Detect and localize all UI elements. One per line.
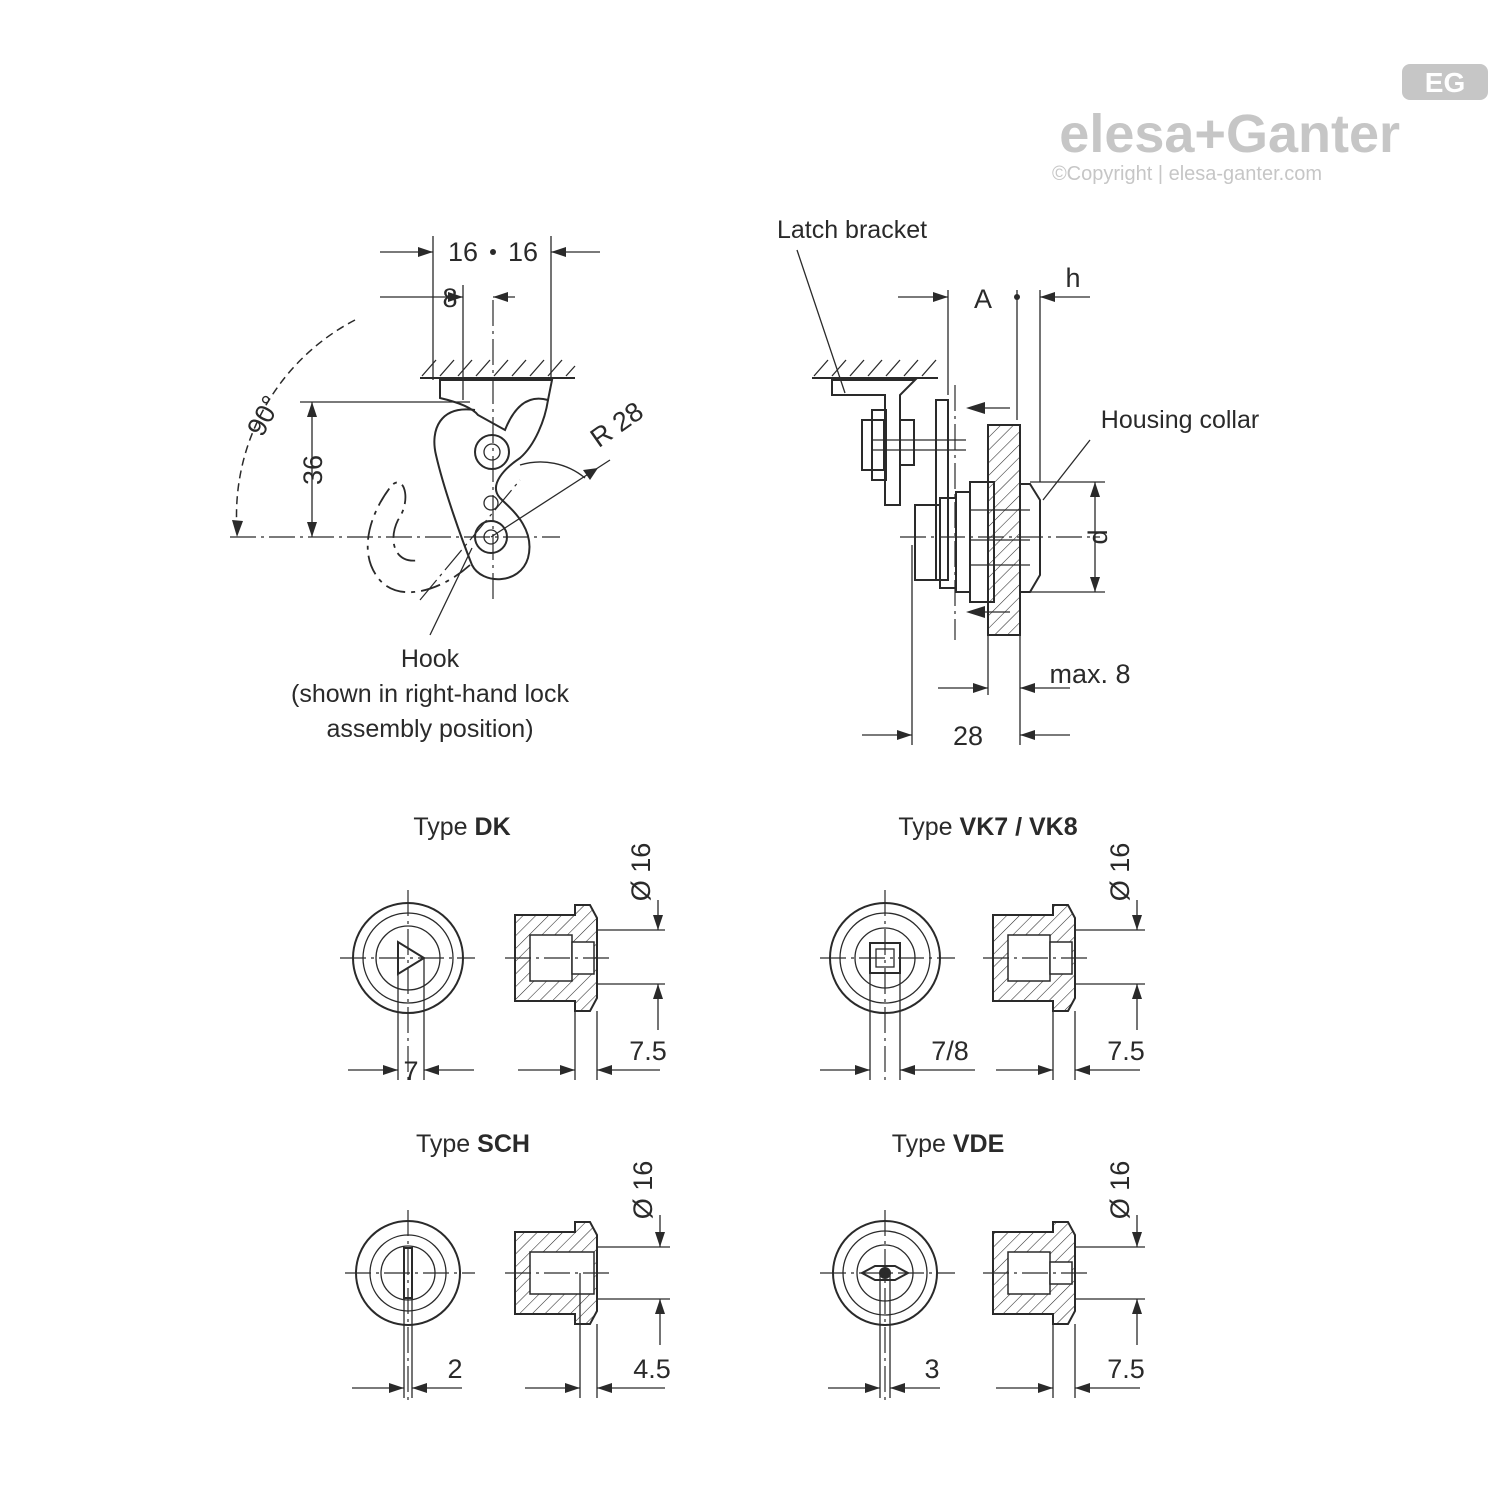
vde-dia: Ø 16: [1105, 1161, 1135, 1220]
hook-label-line2: (shown in right-hand lock: [291, 680, 569, 708]
type-vde: Type VDE 3 Ø 16 7.5: [820, 1130, 1145, 1400]
side-view: Latch bracket: [777, 216, 1259, 751]
dim-radius: R 28: [585, 396, 649, 453]
vde-key-dim: 3: [924, 1354, 939, 1384]
brand-name: elesa+Ganter: [1059, 104, 1400, 164]
sch-key-dim: 2: [447, 1354, 462, 1384]
housing-collar-label: Housing collar: [1101, 406, 1259, 434]
dim-d: d: [1083, 529, 1113, 544]
type-vde-title: Type VDE: [892, 1130, 1005, 1158]
sch-depth: 4.5: [633, 1354, 671, 1384]
dim-8: 8: [442, 283, 457, 313]
vde-depth: 7.5: [1107, 1354, 1145, 1384]
dim-36: 36: [298, 455, 328, 485]
latch-bracket-label: Latch bracket: [777, 216, 927, 244]
dim-16-right: 16: [508, 237, 538, 267]
dim-16-left: 16: [448, 237, 478, 267]
type-sch-title: Type SCH: [416, 1130, 530, 1158]
type-vk: Type VK7 / VK8 7/8 Ø 16 7.5: [820, 813, 1145, 1080]
hook-label: Hook: [401, 645, 460, 673]
sch-dia: Ø 16: [628, 1161, 658, 1220]
type-sch: Type SCH 2 Ø 16 4.5: [345, 1130, 671, 1400]
eg-badge-icon: EG: [1402, 64, 1488, 100]
type-vk-title: Type VK7 / VK8: [898, 813, 1077, 841]
dk-key-dim: 7: [403, 1056, 418, 1086]
type-dk-title: Type DK: [413, 813, 510, 841]
dim-h: h: [1065, 263, 1080, 293]
dk-depth: 7.5: [629, 1036, 667, 1066]
dim-28: 28: [953, 721, 983, 751]
brand-logo: EG elesa+Ganter ©Copyright | elesa-gante…: [1052, 64, 1488, 185]
hook-label-line3: assembly position): [326, 715, 533, 743]
copyright-text: ©Copyright | elesa-ganter.com: [1052, 163, 1322, 185]
vk-depth: 7.5: [1107, 1036, 1145, 1066]
vk-key-dim: 7/8: [931, 1036, 969, 1066]
dim-A: A: [974, 284, 992, 314]
type-dk: Type DK 7 Ø 16 7.5: [340, 813, 667, 1086]
vk-dia: Ø 16: [1105, 843, 1135, 902]
svg-text:EG: EG: [1425, 67, 1465, 98]
dim-angle: 90°: [241, 391, 287, 441]
dim-max8: max. 8: [1049, 659, 1130, 689]
hook-view: 16 16 8 36 90° R 28 Hook (shown in right…: [230, 236, 649, 743]
dk-dia: Ø 16: [626, 843, 656, 902]
